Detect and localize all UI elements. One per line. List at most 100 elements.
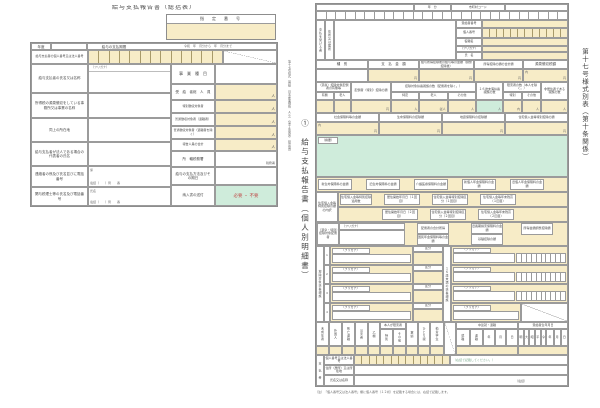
spouse-deduction-input[interactable]: 円 xyxy=(351,100,391,113)
ordinary-retired-input[interactable]: 人 xyxy=(215,113,277,126)
dependents-input-tokutei[interactable]: 人 xyxy=(391,100,420,113)
midyear-month: 月 xyxy=(494,329,507,346)
housing-breakdown-row2[interactable]: 居住開始年月日（２回目） 住宅借入金等特別控除区分（２回目） 住宅借入金等年末残… xyxy=(338,207,568,222)
under16-mynumber-input-2[interactable] xyxy=(516,272,566,282)
flag-widow-input[interactable] xyxy=(406,346,418,355)
total-recipients-input[interactable]: 人 xyxy=(215,84,277,100)
summary-header-band: 年度 給与の支払期間 令和 年 月分から 年 月分まで xyxy=(31,43,277,51)
payment-slip-choice[interactable]: 必要 ・ 不要 xyxy=(215,185,277,206)
fuyo-kubun-input-4[interactable] xyxy=(413,309,443,322)
fuyo-kubun-input-3[interactable] xyxy=(413,290,443,303)
flag-minor-input[interactable] xyxy=(316,346,329,355)
disabled-input-sonota[interactable]: 人 xyxy=(522,100,541,113)
housing-breakdown-row1[interactable]: 住宅借入金等特別控除適用数 居住開始年月日（１回目） 住宅借入金等特別控除区分（… xyxy=(338,192,568,207)
remarks-box[interactable]: （摘要） xyxy=(316,135,568,177)
designated-number-label: 指 定 番 号 xyxy=(167,15,275,24)
my-number-input[interactable] xyxy=(482,28,568,38)
summary-table: 年度 給与の支払期間 令和 年 月分から 年 月分まで 給与支払者の個人番号又は… xyxy=(30,42,278,207)
spouse-name-input[interactable] xyxy=(339,230,405,245)
housing-deduction-input[interactable]: 円 xyxy=(505,122,568,135)
under16-name-input-1[interactable] xyxy=(453,253,515,263)
amount-paid-input[interactable]: 円 xyxy=(368,69,419,82)
amount-income-deduction-input[interactable]: 円 xyxy=(474,69,523,82)
fuyo-kubun-input-2[interactable] xyxy=(413,271,443,284)
payee-section-label: 支払を受ける者 xyxy=(316,20,325,60)
nendo-label: 年度 xyxy=(31,43,51,51)
flag-death-retire-input[interactable] xyxy=(342,346,355,355)
payer-name-input[interactable] xyxy=(89,72,170,92)
amount-after-deduction-input[interactable]: 円 xyxy=(419,69,474,82)
flag-foreigner-input[interactable] xyxy=(329,346,342,355)
fuyo-num-3: 3 xyxy=(324,284,330,303)
designated-number-input[interactable] xyxy=(167,24,275,39)
dependents-input-sonota[interactable]: 人 xyxy=(447,100,476,113)
spouse-gap-input-2[interactable] xyxy=(449,223,471,245)
spouse-gap-input-4[interactable] xyxy=(553,223,567,245)
payee-name-input[interactable] xyxy=(482,52,568,60)
under16-count-input[interactable]: 人 xyxy=(476,100,503,113)
flag-disaster-input[interactable] xyxy=(355,346,368,355)
nendo-input[interactable] xyxy=(51,43,87,51)
birth-month: 月 xyxy=(553,329,561,346)
report-total-input[interactable]: 人 xyxy=(215,139,277,151)
flag-working-student-input[interactable] xyxy=(430,346,444,355)
payment-method-input[interactable] xyxy=(215,167,277,185)
flag-disabled-special-input[interactable] xyxy=(380,346,393,355)
payer-name-input[interactable]: （電話） xyxy=(354,375,568,386)
spouse-presence-input-1[interactable] xyxy=(316,100,334,113)
spouse-gap-input-1[interactable] xyxy=(405,223,417,245)
fuyo-name-input-1[interactable] xyxy=(332,254,411,263)
national-pension-label: 国民年金保険料等の金額 xyxy=(417,234,449,245)
dependents-input-rojin[interactable]: 従人 xyxy=(419,100,448,113)
top-blank-cell[interactable] xyxy=(316,4,414,11)
quake-insurance-input[interactable]: 円 xyxy=(442,122,505,135)
payee-furigana-input[interactable] xyxy=(482,46,568,52)
birthdate-input[interactable] xyxy=(518,346,568,355)
payee-address-input[interactable] xyxy=(334,20,456,60)
fuyo-name-input-2[interactable] xyxy=(332,273,411,282)
under16-name-input-2[interactable] xyxy=(453,272,515,282)
midyear-input[interactable] xyxy=(456,346,518,355)
ordinary-other-input[interactable]: 人 xyxy=(215,126,277,139)
flag-disabled-other-input[interactable] xyxy=(393,346,406,355)
social-insurance-input[interactable]: 内 円 xyxy=(316,122,379,135)
fuyo-kubun-input-1[interactable] xyxy=(413,252,443,265)
detail-form: 年 分 市町村コード 支払を受ける者 住所又は居所 受給者番号 個人番号 xyxy=(315,3,569,387)
era-taisho: 大 xyxy=(523,329,530,346)
office-name-input[interactable] xyxy=(88,93,171,118)
amount-withheld-input[interactable]: 内 円 xyxy=(523,69,568,82)
under16-mynumber-input-3[interactable] xyxy=(516,291,566,301)
tax-office-input[interactable]: 税務署 xyxy=(215,151,277,167)
top-blank-cell-2[interactable] xyxy=(505,4,568,11)
under16-mynumber-input-1[interactable] xyxy=(516,253,566,263)
spouse-gap-input-3[interactable] xyxy=(503,223,521,245)
business-type-input[interactable] xyxy=(215,64,277,84)
flag-single-parent-input[interactable] xyxy=(418,346,430,355)
fuyo-name-input-3[interactable] xyxy=(332,292,411,301)
under16-name-input-3[interactable] xyxy=(453,291,515,301)
amount-h-after-deduction: 給与所得控除後の給与等の金額（調整控除後） xyxy=(419,60,474,69)
disabled-input-tokubetsu[interactable]: 内 xyxy=(503,100,522,113)
life-breakdown-row[interactable]: 新生命保険料の金額 旧生命保険料の金額 介護医療保険料の金額 新個人年金保険料の… xyxy=(316,177,568,192)
flag-disaster: 災害者 xyxy=(355,322,368,346)
role-input[interactable] xyxy=(482,38,568,46)
life-insurance-input[interactable]: 円 xyxy=(379,122,442,135)
representative-input[interactable] xyxy=(88,142,171,166)
spouse-presence-input-2[interactable] xyxy=(333,100,351,113)
payer-address-input[interactable] xyxy=(354,365,568,375)
amount-h-withheld: 源泉徴収税額 xyxy=(523,60,568,69)
nonresident-input[interactable]: 人 xyxy=(541,100,568,113)
payer-number-input[interactable] xyxy=(88,50,223,64)
fuyo-name-input-4[interactable] xyxy=(332,311,411,320)
recipient-no-input[interactable] xyxy=(482,20,568,28)
same-address-input[interactable] xyxy=(88,118,171,142)
detail-form-page: 第十七号様式（用紙 日本産業規格 Ａ６）（第十条関係）（提出用） ① 給与支払報… xyxy=(285,2,597,406)
special-collection-input[interactable]: 人 xyxy=(215,100,277,113)
flag-disabled-group: 本人が障害者 xyxy=(380,322,406,329)
midyear-label: 中途就・退職 xyxy=(456,322,518,329)
flag-otsuran-input[interactable] xyxy=(368,346,380,355)
payer-number-input-2[interactable] xyxy=(354,355,450,365)
under16-name-input-4[interactable] xyxy=(453,311,519,320)
amount-type-input[interactable] xyxy=(316,69,368,82)
city-code-boxes[interactable] xyxy=(316,11,568,20)
